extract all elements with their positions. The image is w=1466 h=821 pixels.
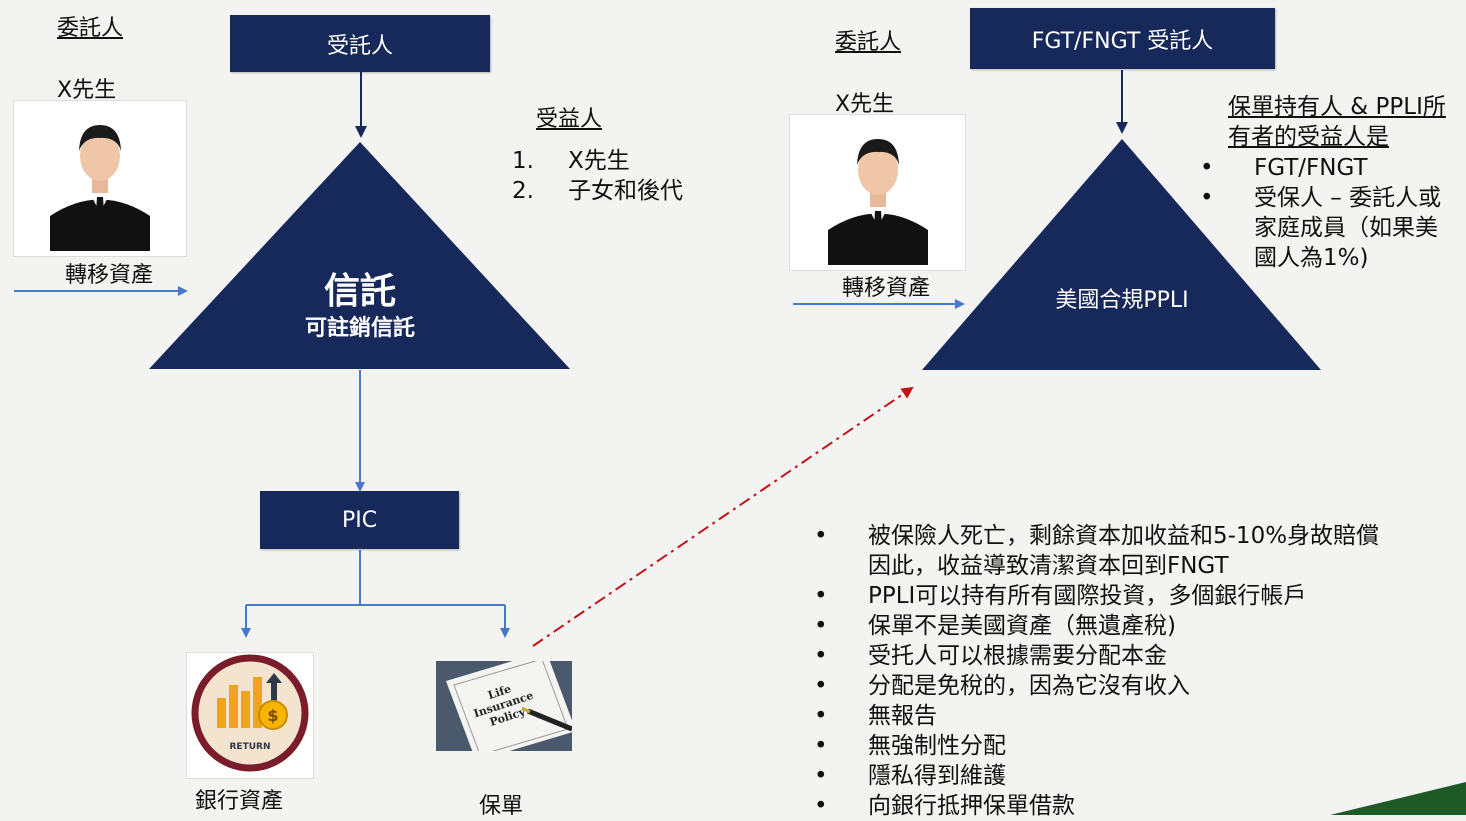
benefits-list: •被保險人死亡，剩餘資本加收益和5-10%身故賠償 因此，收益導致清潔資本回到F… (814, 521, 1379, 821)
bank-assets-image: $ RETURN (186, 652, 314, 779)
svg-text:$: $ (267, 706, 278, 725)
list-item: •分配是免稅的，因為它沒有收入 (814, 673, 1190, 699)
return-bar-chart-dollar-icon: $ RETURN (191, 654, 309, 772)
right-trustee-box: FGT/FNGT 受託人 (970, 8, 1275, 69)
pic-box: PIC (260, 491, 459, 549)
beneficiaries-heading: 受益人 (536, 107, 603, 132)
policy-to-ppli-dashed-arrow (532, 386, 914, 647)
trust-label: 信託 可註銷信託 (250, 270, 470, 344)
bank-assets-label: 銀行資產 (195, 789, 284, 814)
left-transfer-label: 轉移資產 (65, 263, 154, 288)
businessman-avatar-icon (828, 139, 928, 265)
list-item: •保單不是美國資產（無遺產稅) (814, 613, 1176, 639)
list-item: • FGT/FNGT (1200, 155, 1368, 181)
list-item: •隱私得到維護 (814, 763, 1006, 789)
corner-decoration (1330, 782, 1466, 815)
list-item: •無報告 (814, 703, 937, 729)
trust-subtitle: 可註銷信託 (304, 316, 415, 341)
trust-title: 信託 (323, 271, 396, 312)
list-item: •向銀行抵押保單借款 (814, 793, 1075, 819)
svg-text:RETURN: RETURN (230, 742, 271, 752)
list-item: • 受保人 – 委託人或 家庭成員（如果美 國人為1%) (1200, 185, 1442, 271)
right-settlor-name: X先生 (835, 92, 895, 117)
left-settlor-photo (13, 100, 187, 257)
right-settlor-heading: 委託人 (835, 30, 902, 55)
holder-list: • FGT/FNGT • 受保人 – 委託人或 家庭成員（如果美 國人為1%) (1200, 153, 1441, 273)
policy-label: 保單 (479, 794, 524, 819)
right-transfer-label: 轉移資產 (842, 276, 931, 301)
life-insurance-policy-document-icon: Life Insurance Policy (446, 661, 572, 751)
policy-image: Life Insurance Policy (436, 661, 572, 751)
holder-heading: 保單持有人 & PPLI所 有者的受益人是 (1228, 94, 1446, 150)
list-item: •被保險人死亡，剩餘資本加收益和5-10%身故賠償 因此，收益導致清潔資本回到F… (814, 523, 1380, 579)
list-item: •受托人可以根據需要分配本金 (814, 643, 1167, 669)
ppli-triangle (922, 139, 1321, 370)
trust-triangle (149, 142, 570, 369)
list-item: •無強制性分配 (814, 733, 1006, 759)
trustee-box: 受託人 (230, 15, 490, 72)
left-settlor-heading: 委託人 (57, 16, 124, 41)
list-item: • PPLI可以持有所有國際投資，多個銀行帳戶 (814, 583, 1307, 609)
left-settlor-name: X先生 (57, 78, 117, 103)
businessman-avatar-icon (50, 125, 150, 251)
ppli-label: 美國合規PPLI (1055, 288, 1189, 313)
right-settlor-photo (789, 114, 966, 271)
